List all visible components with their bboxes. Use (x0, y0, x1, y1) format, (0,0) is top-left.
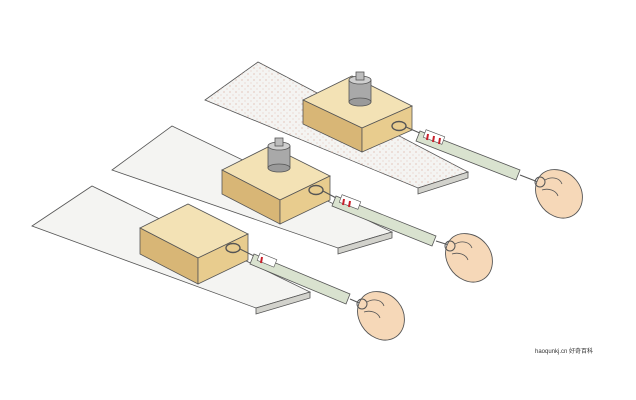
spring-scale (415, 129, 539, 183)
hand-icon (356, 291, 405, 341)
hook-ring (308, 184, 324, 196)
board-edge (337, 231, 393, 255)
hook-ring (391, 120, 407, 132)
hand-icon (534, 169, 583, 219)
setup-rough-with-weight (204, 61, 583, 219)
setup-smooth-no-weight (31, 185, 405, 341)
hook-ring (225, 242, 241, 254)
setup-smooth-with-weight (111, 125, 493, 283)
board-edge (255, 291, 311, 315)
watermark-text: haoqunkj.cn 好奇百科 (535, 349, 594, 355)
hand-icon (444, 233, 493, 283)
block-side (279, 175, 331, 225)
spring-scale (249, 252, 365, 306)
weight-icon (267, 137, 291, 173)
spring-scale (331, 194, 453, 247)
block-side (197, 233, 249, 285)
rough-board-edge (417, 171, 469, 195)
weight-icon (348, 71, 372, 107)
